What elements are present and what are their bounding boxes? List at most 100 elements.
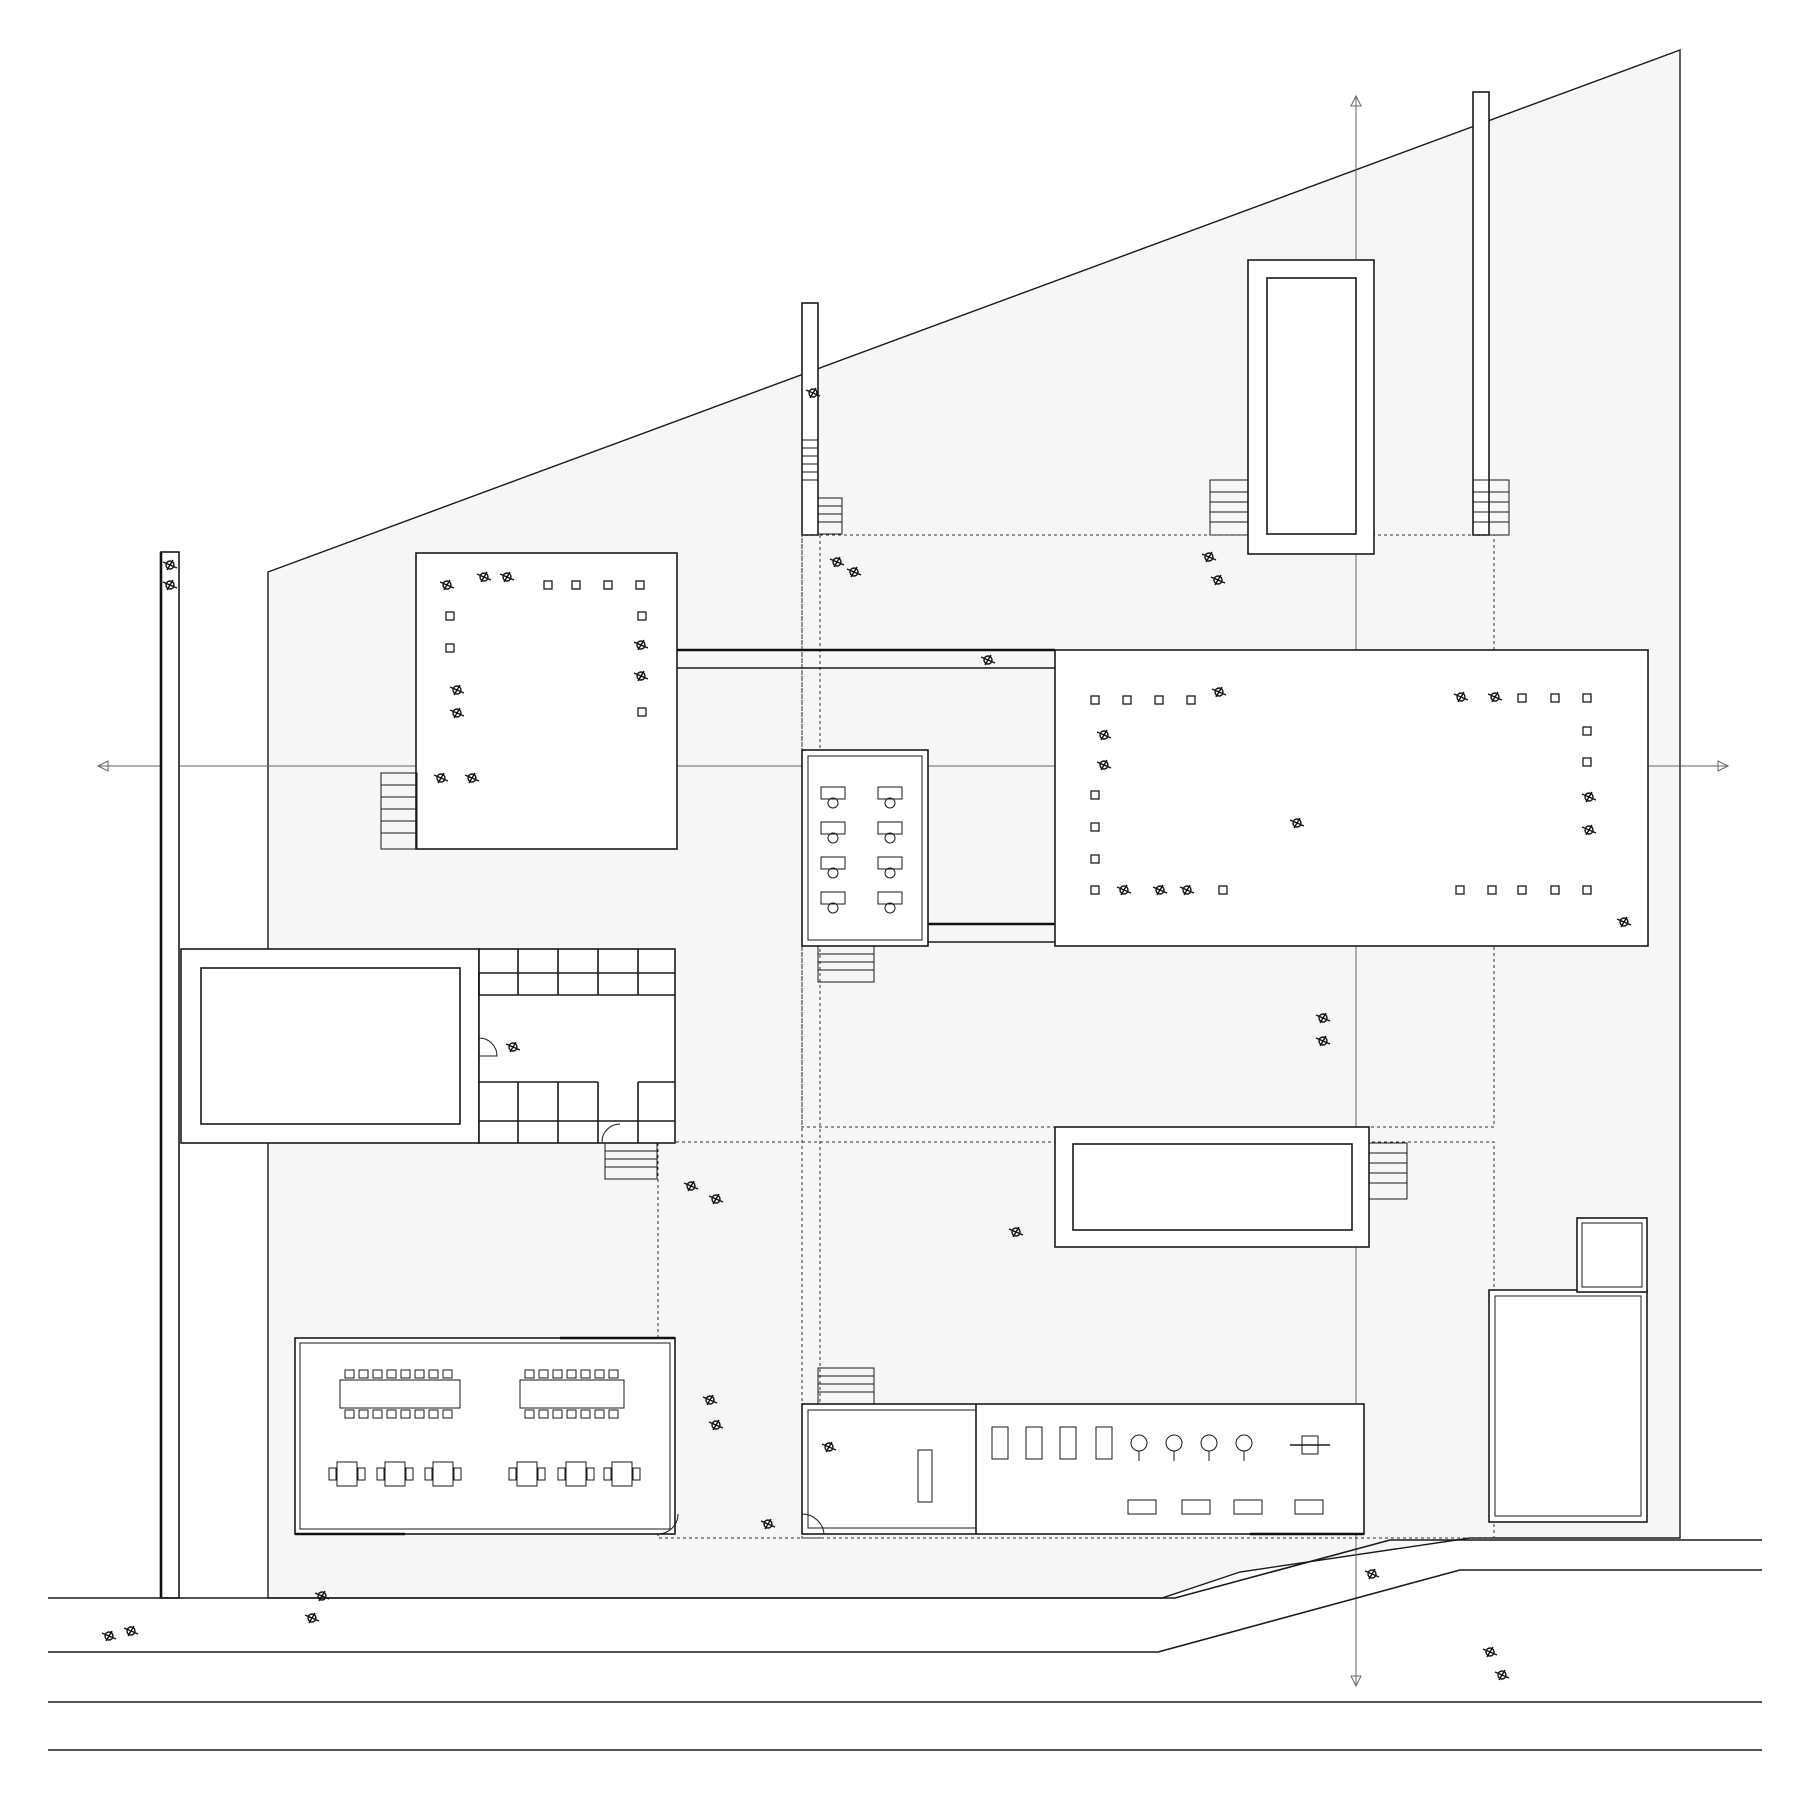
person-limbs [314,1590,330,1602]
chair [557,1467,566,1481]
person-head [1119,885,1129,895]
person-figure [1096,759,1112,771]
chair [372,1409,383,1419]
person-head [467,773,477,783]
person-limbs [1494,1669,1510,1681]
person-figure [1581,824,1597,836]
person-head [636,671,646,681]
person-figure [439,579,455,591]
chair [357,1467,366,1481]
column [603,580,613,590]
person-figure [162,579,178,591]
column [1487,885,1497,895]
column [1455,885,1465,895]
bench [1301,1435,1319,1455]
chair [400,1369,411,1379]
person-head [705,1395,715,1405]
person-figure [846,566,862,578]
chair [537,1467,546,1481]
column [445,643,455,653]
stair-fin-east [1472,479,1510,536]
person-limbs [980,654,996,666]
chair [524,1369,535,1379]
corridor-north [677,648,1055,669]
chair [372,1369,383,1379]
person-head [849,567,859,577]
column [571,580,581,590]
chair [424,1467,433,1481]
person-head [165,560,175,570]
person-head [711,1420,721,1430]
person-head [1318,1036,1328,1046]
table [519,1379,625,1409]
figures [101,387,1632,1681]
person-limbs [1581,824,1597,836]
person-figure [1152,884,1168,896]
chair [358,1369,369,1379]
person-figure [821,1441,837,1453]
person-figure [702,1394,718,1406]
desk [820,821,846,835]
chair [538,1369,549,1379]
column [1090,790,1100,800]
person-figure [101,1630,117,1642]
studio-room-north-west [380,552,678,850]
chair [328,1467,337,1481]
desk [820,786,846,800]
person-limbs [499,571,515,583]
person-figure [1008,1226,1024,1238]
chair [566,1409,577,1419]
person-limbs [1116,884,1132,896]
person-figure [1581,791,1597,803]
table [565,1461,587,1487]
person-limbs [1616,916,1632,928]
chair [414,1369,425,1379]
person-figure [505,1041,521,1053]
classroom-room-central [801,749,929,983]
person-head [1213,575,1223,585]
person-head [983,655,993,665]
person-figure [1482,1646,1498,1658]
person-head [165,580,175,590]
treadmill [1095,1426,1113,1460]
person-limbs [433,772,449,784]
person-head [104,1631,114,1641]
person-figure [760,1518,776,1530]
column [1090,854,1100,864]
person-figure [1315,1035,1331,1047]
person-head [508,1042,518,1052]
person-figure [1096,729,1112,741]
person-figure [1487,691,1503,703]
person-limbs [1008,1226,1024,1238]
person-head [126,1626,136,1636]
person-figure [633,639,649,651]
chair [453,1467,462,1481]
reception-desk [917,1449,933,1503]
chair [552,1409,563,1419]
chair [827,867,839,879]
chair [386,1369,397,1379]
person-limbs [683,1180,699,1192]
treadmill [1025,1426,1043,1460]
person-head [479,572,489,582]
person-limbs [1289,817,1305,829]
person-figure [829,556,845,568]
person-head [452,708,462,718]
chair [386,1409,397,1419]
column [1090,695,1100,705]
person-limbs [1211,686,1227,698]
person-head [1204,552,1214,562]
chair [884,867,896,879]
person-figure [980,654,996,666]
person-head [1456,692,1466,702]
person-limbs [449,707,465,719]
person-limbs [1315,1012,1331,1024]
chair [594,1369,605,1379]
table [384,1461,406,1487]
person-limbs [633,670,649,682]
person-head [1011,1227,1021,1237]
treadmill [991,1426,1009,1460]
person-figure [314,1590,330,1602]
column [1582,693,1592,703]
chair [344,1409,355,1419]
